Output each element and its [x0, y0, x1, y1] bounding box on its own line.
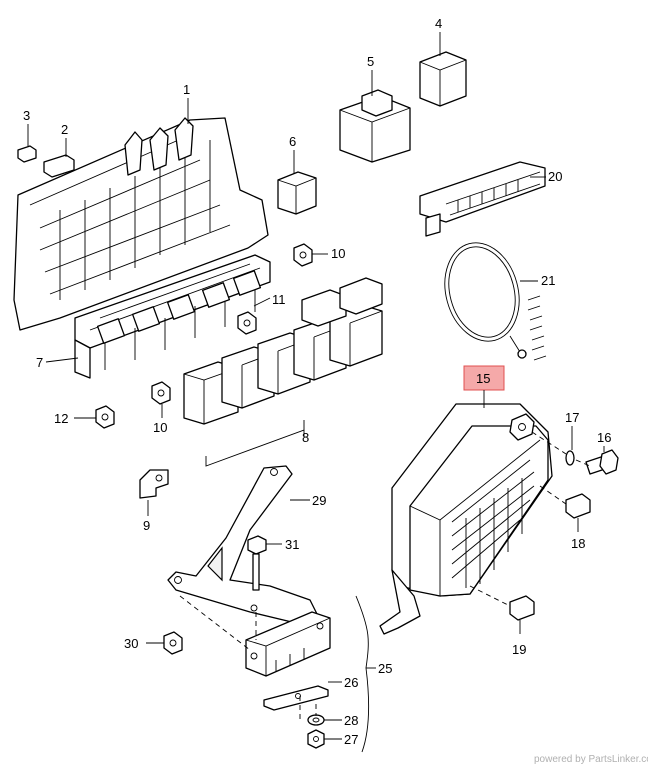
nut-part-10-upper[interactable]	[293, 243, 313, 267]
washer-part-28[interactable]	[307, 714, 325, 726]
callout-18: 18	[571, 536, 585, 551]
callout-31: 31	[285, 537, 299, 552]
callout-17: 17	[565, 410, 579, 425]
relay-carrier-part-1[interactable]	[13, 117, 269, 331]
nut-part-11[interactable]	[237, 311, 257, 335]
callout-6: 6	[289, 134, 296, 149]
callout-11: 11	[272, 292, 286, 307]
housing-part-15[interactable]	[379, 403, 553, 635]
nut-part-12[interactable]	[95, 405, 115, 429]
connector-strip-part-20[interactable]	[419, 161, 546, 237]
relay-bank-part-8[interactable]	[183, 277, 383, 425]
bolt-part-31[interactable]	[247, 535, 267, 591]
callout-12: 12	[54, 411, 68, 426]
relay-plate-part-7[interactable]	[74, 254, 271, 379]
callout-1: 1	[183, 82, 190, 97]
callout-4: 4	[435, 16, 442, 31]
connector-part-19[interactable]	[509, 595, 535, 621]
relay-part-6[interactable]	[277, 171, 317, 215]
callout-21: 21	[541, 273, 555, 288]
nut-part-27[interactable]	[307, 729, 325, 749]
callout-30: 30	[124, 636, 138, 651]
nut-part-10-lower[interactable]	[151, 381, 171, 405]
callout-29: 29	[312, 493, 326, 508]
callout-5: 5	[367, 54, 374, 69]
callout-16: 16	[597, 430, 611, 445]
wire-loop-part-21[interactable]	[434, 234, 547, 361]
callout-2: 2	[61, 122, 68, 137]
callout-8: 8	[302, 430, 309, 445]
callout-10-lower: 10	[153, 420, 167, 435]
bracket-part-9[interactable]	[139, 469, 169, 499]
connector-part-3[interactable]	[17, 145, 37, 163]
washer-part-17[interactable]	[565, 450, 575, 466]
relay-part-5[interactable]	[339, 89, 411, 163]
callout-15: 15	[476, 371, 490, 386]
callout-9: 9	[143, 518, 150, 533]
callout-7: 7	[36, 355, 43, 370]
callout-19: 19	[512, 642, 526, 657]
bolt-part-16[interactable]	[585, 449, 619, 475]
plate-part-26[interactable]	[263, 685, 329, 711]
relay-part-4[interactable]	[419, 51, 467, 107]
connector-part-18[interactable]	[565, 493, 591, 519]
callout-26: 26	[344, 675, 358, 690]
callout-20: 20	[548, 169, 562, 184]
nut-part-30[interactable]	[163, 631, 183, 655]
callout-27: 27	[344, 732, 358, 747]
module-part-25[interactable]	[245, 611, 331, 677]
callout-10-upper: 10	[331, 246, 345, 261]
callout-3: 3	[23, 108, 30, 123]
callout-25: 25	[378, 661, 392, 676]
callout-28: 28	[344, 713, 358, 728]
credit-text: powered by PartsLinker.com	[534, 754, 648, 765]
